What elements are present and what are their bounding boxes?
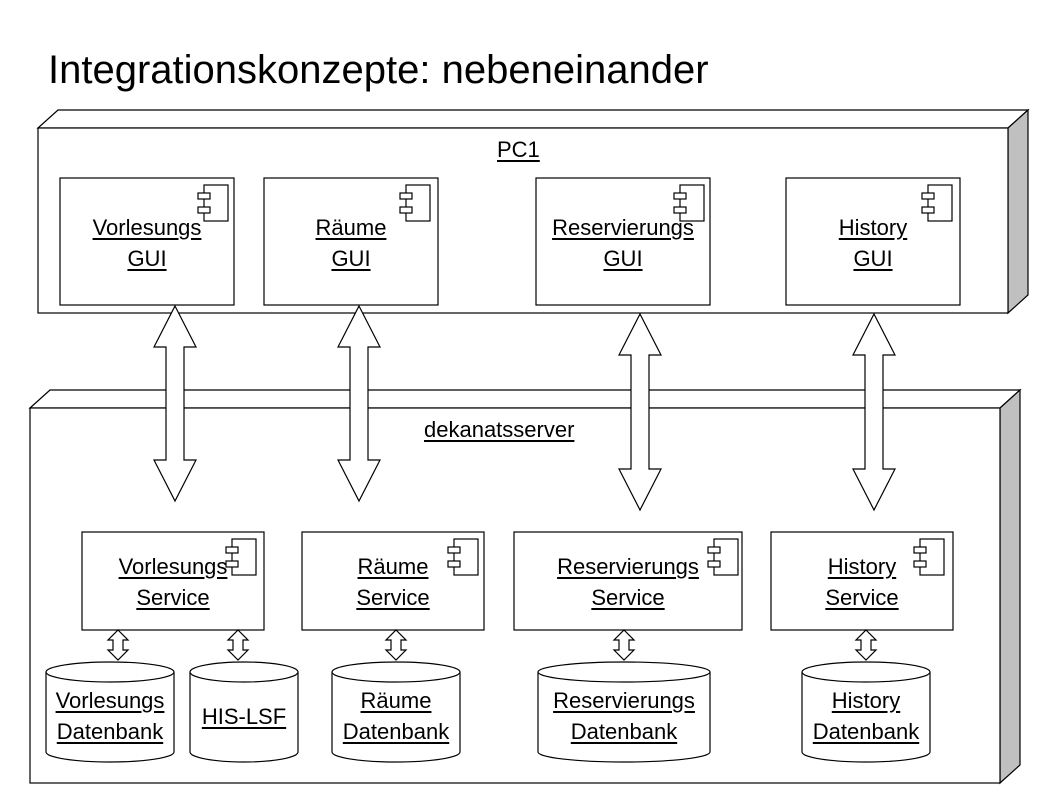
component-icon — [673, 184, 705, 222]
arrow-reservierungs — [618, 312, 662, 512]
db-label-his-lsf: HIS-LSF — [190, 701, 298, 732]
service-label-line2: Service — [591, 585, 665, 610]
db-label-line2: Datenbank — [342, 719, 450, 744]
gui-label-line1: Räume — [315, 215, 387, 240]
slide-title: Integrationskonzepte: nebeneinander — [48, 48, 709, 92]
gui-label-history: History GUI — [786, 212, 960, 274]
service-label-history: History Service — [771, 551, 953, 613]
database-history — [801, 661, 931, 763]
component-icon — [399, 184, 431, 222]
service-label-line2: Service — [825, 585, 899, 610]
gui-label-line1: Reservierungs — [552, 215, 694, 240]
gui-label-vorlesungs: Vorlesungs GUI — [60, 212, 234, 274]
db-label-reservierungs: Reservierungs Datenbank — [534, 685, 714, 747]
component-icon — [921, 184, 953, 222]
service-label-line2: Service — [136, 585, 210, 610]
gui-label-reservierungs: Reservierungs GUI — [536, 212, 710, 274]
component-history-gui — [785, 177, 961, 306]
small-arrow-raeume-db — [384, 629, 408, 661]
service-label-reservierungs: Reservierungs Service — [514, 551, 742, 613]
gui-label-line1: History — [838, 215, 908, 240]
service-label-line1: History — [827, 554, 897, 579]
db-label-line2: Datenbank — [812, 719, 920, 744]
gui-label-line2: GUI — [127, 246, 167, 271]
db-label-line1: Reservierungs — [553, 688, 695, 713]
gui-label-line1: Vorlesungs — [92, 215, 202, 240]
component-icon — [197, 184, 229, 222]
node-label-server: dekanatsserver — [424, 417, 575, 442]
db-label-line1: HIS-LSF — [201, 704, 287, 729]
small-arrow-his-lsf — [226, 629, 250, 661]
service-label-line2: Service — [356, 585, 430, 610]
service-label-line1: Vorlesungs — [118, 554, 228, 579]
db-label-line1: Räume — [360, 688, 432, 713]
component-icon — [707, 538, 739, 576]
component-icon — [225, 538, 257, 576]
arrow-raeume — [337, 304, 381, 503]
component-vorlesungs-service — [81, 531, 265, 631]
component-vorlesungs-gui — [59, 177, 235, 306]
db-label-line2: Datenbank — [56, 719, 164, 744]
small-arrow-reservierungs-db — [612, 629, 636, 661]
database-his-lsf — [189, 661, 299, 763]
gui-label-line2: GUI — [603, 246, 643, 271]
component-icon — [447, 538, 479, 576]
db-label-raeume: Räume Datenbank — [326, 685, 466, 747]
arrow-history — [852, 312, 896, 512]
small-arrow-vorlesungs-db — [106, 629, 130, 661]
database-raeume — [331, 661, 461, 763]
gui-label-line2: GUI — [331, 246, 371, 271]
component-reservierungs-gui — [535, 177, 711, 306]
component-history-service — [770, 531, 954, 631]
component-raeume-service — [301, 531, 485, 631]
service-label-vorlesungs: Vorlesungs Service — [82, 551, 264, 613]
db-label-line1: Vorlesungs — [55, 688, 165, 713]
database-vorlesungs — [45, 661, 175, 763]
gui-label-line2: GUI — [853, 246, 893, 271]
service-label-line1: Reservierungs — [557, 554, 699, 579]
database-reservierungs — [537, 661, 711, 763]
small-arrow-history-db — [854, 629, 878, 661]
service-label-raeume: Räume Service — [302, 551, 484, 613]
component-raeume-gui — [263, 177, 439, 306]
db-label-history: History Datenbank — [796, 685, 936, 747]
db-label-vorlesungs: Vorlesungs Datenbank — [40, 685, 180, 747]
component-icon — [913, 538, 945, 576]
service-label-line1: Räume — [357, 554, 429, 579]
gui-label-raeume: Räume GUI — [264, 212, 438, 274]
arrow-vorlesungs — [153, 304, 197, 503]
component-reservierungs-service — [513, 531, 743, 631]
db-label-line1: History — [831, 688, 901, 713]
node-label-pc1: PC1 — [497, 137, 540, 162]
db-label-line2: Datenbank — [570, 719, 678, 744]
